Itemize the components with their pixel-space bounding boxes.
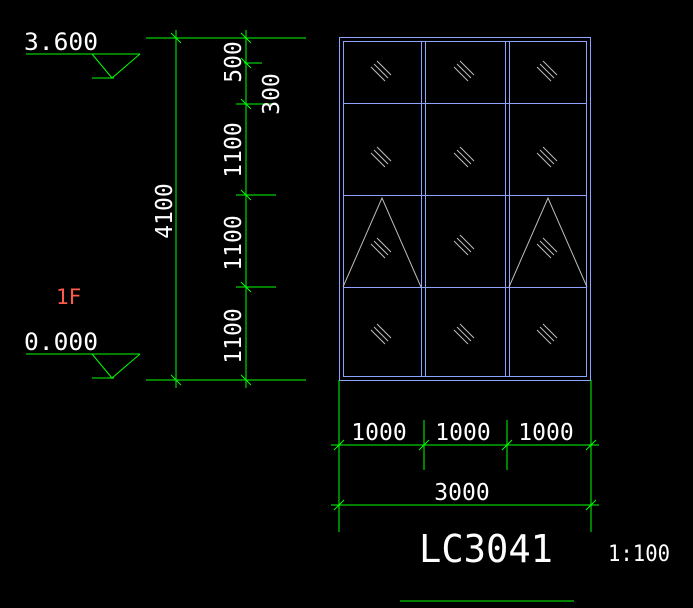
dim-tick (170, 374, 182, 386)
glass-hatch-line (456, 149, 472, 165)
dim-tick (240, 98, 252, 110)
dim-tick (240, 189, 252, 201)
glass-hatch-line (376, 237, 392, 253)
dim-tick (585, 439, 597, 451)
glass-hatch-line (539, 149, 555, 165)
dim-text-width-1: 1000 (351, 420, 406, 446)
dim-text-segment-3: 1100 (221, 215, 247, 270)
glass-hatch-line (453, 329, 469, 345)
glass-hatch-line (536, 329, 552, 345)
drawing-scale: 1:100 (608, 542, 670, 567)
glass-hatch-line (453, 152, 469, 168)
elevation-bottom-label: 0.000 (24, 328, 98, 356)
glass-hatch-line (376, 323, 392, 339)
window-frame (339, 37, 591, 381)
glass-hatch-line (539, 240, 555, 256)
glass-hatch-line (459, 146, 475, 162)
glass-hatch-line (373, 326, 389, 342)
elevation-top-label: 3.600 (24, 28, 98, 56)
dim-tick (240, 374, 252, 386)
glass-hatch-line (542, 60, 558, 76)
dim-text-segment-2: 1100 (221, 122, 247, 177)
glass-hatch-line (373, 63, 389, 79)
dim-text-segment-1: 500 (221, 41, 247, 83)
dim-tick (240, 32, 252, 44)
dim-text-width-3: 1000 (518, 420, 573, 446)
glass-hatch-line (459, 234, 475, 250)
opening-indicators (342, 196, 588, 288)
dim-tick (240, 281, 252, 293)
glass-hatch-line (373, 149, 389, 165)
window-code-title: LC3041 (419, 527, 553, 571)
glass-hatch-line (542, 323, 558, 339)
dim-text-total-height: 4100 (152, 183, 178, 238)
glass-hatch-line (453, 240, 469, 256)
opening-triangle-right (508, 196, 588, 288)
dim-text-offset: 300 (259, 73, 285, 115)
glass-hatch-line (376, 146, 392, 162)
elevation-top-triangle (91, 53, 141, 79)
glass-hatch-line (459, 323, 475, 339)
glass-hatch-line (453, 66, 469, 82)
glass-hatch-marks (370, 60, 558, 345)
glass-hatch-line (536, 66, 552, 82)
dim-text-segment-4: 1100 (221, 308, 247, 363)
dim-tick (333, 499, 345, 511)
glass-hatch-line (456, 63, 472, 79)
dim-text-width-total: 3000 (434, 480, 489, 506)
dim-tick (333, 439, 345, 451)
window-outer-frame (339, 37, 591, 381)
glass-hatch-line (370, 66, 386, 82)
glass-hatch-line (376, 60, 392, 76)
glass-hatch-line (539, 326, 555, 342)
vertical-dimensions (146, 30, 306, 388)
glass-hatch-line (539, 63, 555, 79)
glass-hatch-line (370, 329, 386, 345)
elevation-marker-bottom (26, 353, 141, 379)
glass-hatch-line (536, 152, 552, 168)
elevation-marker-top (26, 53, 141, 79)
dim-text-width-2: 1000 (435, 420, 490, 446)
glass-hatch-line (456, 326, 472, 342)
glass-hatch-line (536, 243, 552, 259)
opening-triangle-left (342, 196, 422, 288)
dim-tick (170, 32, 182, 44)
window-inner-frame (343, 41, 587, 377)
glass-hatch-line (370, 243, 386, 259)
glass-hatch-line (373, 240, 389, 256)
elevation-bottom-triangle (91, 353, 141, 379)
floor-label: 1F (56, 285, 81, 309)
glass-hatch-line (456, 237, 472, 253)
glass-hatch-line (370, 152, 386, 168)
dim-tick (418, 439, 430, 451)
glass-hatch-line (459, 60, 475, 76)
dim-tick (501, 439, 513, 451)
dim-tick (240, 57, 252, 69)
dim-tick (585, 499, 597, 511)
glass-hatch-line (542, 237, 558, 253)
horizontal-dimensions (331, 380, 599, 532)
glass-hatch-line (542, 146, 558, 162)
